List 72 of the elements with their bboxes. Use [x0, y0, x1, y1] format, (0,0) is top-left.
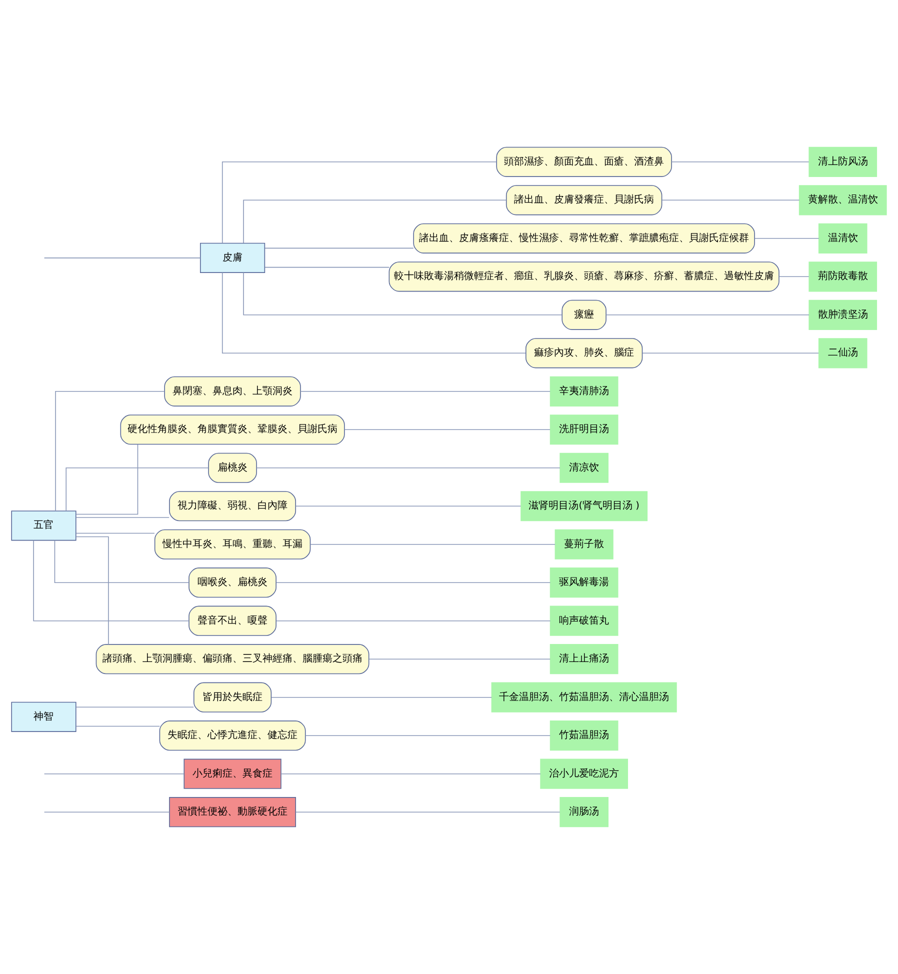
node-box: 荊防敗毒散 [808, 262, 878, 292]
node-box: 痲疹內攻、肺炎、腦症 [526, 338, 643, 368]
connector [271, 696, 492, 698]
node-box: 千金温胆汤、竹茹温胆汤、清心温胆汤 [491, 682, 677, 712]
node-box: 洗肝明目汤 [550, 414, 618, 445]
node-box: 小兒痢症、異食症 [184, 758, 282, 789]
node-box: 二仙汤 [818, 338, 868, 368]
connector [304, 735, 551, 736]
node-box: 瘰癧 [562, 300, 606, 330]
connector [222, 272, 526, 354]
node-box: 習慣性便祕、動脈硬化症 [169, 797, 296, 828]
node-box: 神智 [11, 702, 76, 732]
connector [44, 773, 184, 774]
connector [276, 620, 551, 622]
connector [243, 272, 562, 316]
node-box: 皮膚 [200, 242, 266, 273]
node-box: 慢性中耳炎、耳鳴、重聽、耳漏 [154, 529, 311, 560]
connector [256, 467, 560, 468]
node-box: 五官 [11, 510, 76, 541]
node-box: 聲音不出、嗄聲 [188, 606, 276, 636]
connector [66, 467, 209, 512]
node-box: 視力障礙、弱視、白內障 [169, 491, 296, 522]
node-box: 温清饮 [818, 223, 868, 254]
connector [295, 506, 522, 507]
connector [300, 390, 551, 392]
connector [754, 238, 820, 239]
node-box: 驱风解毒湯 [550, 568, 618, 598]
node-box: 滋肾明目汤(肾气明目汤 ) [520, 491, 648, 522]
node-box: 頭部濕疹、顏面充血、面瘡、酒渣鼻 [496, 146, 672, 177]
connector [662, 200, 800, 201]
node-box: 蔓荊子散 [554, 529, 614, 560]
node-box: 响声破笛丸 [550, 606, 618, 636]
node-box: 扁桃炎 [208, 452, 257, 483]
node-box: 諸出血、皮膚發癢症、貝謝氏病 [506, 185, 662, 216]
node-box: 润肠汤 [560, 797, 608, 828]
connector [76, 536, 109, 645]
connector [76, 706, 194, 708]
connector [222, 162, 497, 244]
connector [76, 726, 160, 727]
node-box: 黄解散、温清饮 [798, 185, 887, 216]
connector [280, 773, 541, 774]
node-box: 清上止痛汤 [550, 644, 618, 674]
connector [606, 314, 810, 316]
node-box: 鼻閉塞、鼻息肉、上顎洞炎 [164, 376, 301, 406]
connector [54, 540, 190, 584]
connector [264, 248, 414, 249]
connector [55, 390, 165, 512]
node-box: 硬化性角膜炎、角膜實質炎、鞏膜炎、貝謝氏病 [120, 414, 345, 445]
node-box: 皆用於失眠症 [193, 682, 272, 712]
node-box: 較十味敗毒湯稍微輕症者、癤疽、乳腺炎、頭瘡、蕁麻疹、疥癬、蓄膿症、過敏性皮膚 [388, 262, 780, 292]
connector [76, 532, 155, 534]
connector [76, 517, 170, 518]
node-box: 竹茹温胆汤 [550, 720, 618, 751]
node-box: 清上防风汤 [808, 146, 878, 177]
connector [264, 266, 390, 268]
connector [368, 658, 551, 660]
node-box: 辛夷清肺汤 [550, 376, 618, 406]
connector [310, 544, 556, 545]
connector [276, 582, 551, 584]
node-box: 失眠症、心悸亢進症、健忘症 [159, 720, 306, 751]
node-box: 諸頭痛、上顎洞腫瘍、偏頭痛、三叉神經痛、腦腫瘍之頭痛 [96, 644, 370, 674]
connector [344, 429, 550, 430]
node-box: 散肿溃坚汤 [808, 300, 878, 330]
node-box: 諸出血、皮膚瘙癢症、慢性濕疹、尋常性乾癬、掌蹠膿疱症、貝謝氏症候群 [413, 223, 755, 254]
connector [33, 540, 190, 622]
connector [642, 352, 819, 354]
node-box: 清凉饮 [560, 452, 608, 483]
node-box: 咽喉炎、扁桃炎 [188, 568, 276, 598]
node-box: 治小儿爱吃泥方 [540, 758, 628, 789]
connector [778, 276, 810, 278]
connector [76, 444, 138, 515]
connector [243, 200, 507, 244]
